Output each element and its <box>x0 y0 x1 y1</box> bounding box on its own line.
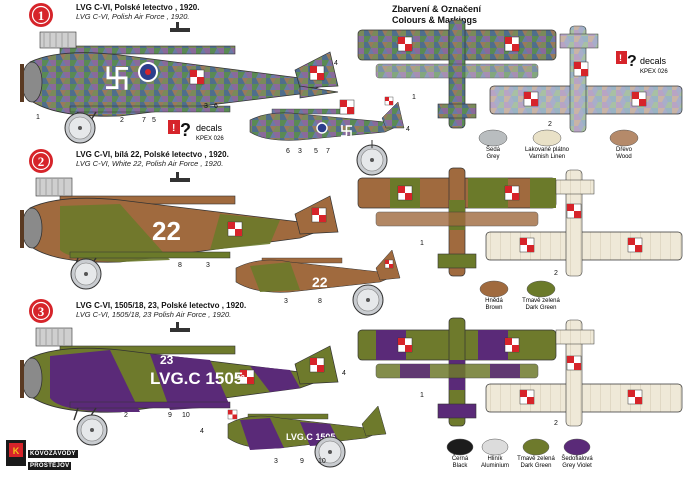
scheme-2-bottom-view <box>485 169 683 277</box>
scheme-3-serial-suffix: 18 <box>237 375 245 382</box>
header-en: Colours & Markings <box>392 15 478 25</box>
svg-text:?: ? <box>627 53 637 70</box>
scheme-2-aircraft-number: 22 <box>152 216 181 246</box>
callout: 7 <box>326 148 330 155</box>
callout: 2 <box>124 412 128 419</box>
callout: 2 <box>548 121 552 128</box>
scheme-3-bottom-view <box>485 319 683 427</box>
callout: 2 <box>554 420 558 427</box>
scheme-1-side-profile: 卐 <box>20 22 339 144</box>
callout: 6 <box>214 103 218 110</box>
scheme-3-number: 3 <box>38 304 45 319</box>
header-cz: Zbarvení & Označení <box>392 4 482 14</box>
callout: 3 <box>298 148 302 155</box>
callout: 7 <box>142 117 146 124</box>
callout: 3 <box>274 458 278 465</box>
callout: 1 <box>420 392 424 399</box>
scheme-1-number: 1 <box>38 8 45 23</box>
callout: 9 <box>300 458 304 465</box>
callout: 4 <box>200 428 204 435</box>
scheme-1-top-view <box>357 19 557 129</box>
logo-line-2: PROSTĚJOV <box>28 462 72 470</box>
callout: 10 <box>182 412 190 419</box>
callout: 5 <box>314 148 318 155</box>
callout: 10 <box>318 458 326 465</box>
scheme-3-side-profile: 23 LVG.C 1505 18 <box>20 322 339 446</box>
scheme-2-small-number: 22 <box>312 274 328 290</box>
scheme-2-badge: 2 <box>29 149 53 173</box>
scheme-1-small-profile: 卐 <box>249 96 405 176</box>
svg-text:!: ! <box>619 53 622 63</box>
callout: 1 <box>36 114 40 121</box>
callout: 2 <box>554 270 558 277</box>
scheme-2-swatches <box>479 280 556 298</box>
callout: 4 <box>406 126 410 133</box>
callout: 2 <box>120 117 124 124</box>
scheme-2-side-profile: 22 <box>20 172 339 290</box>
decal-marker-icon: ! ? <box>616 51 637 70</box>
callout: 1 <box>412 94 416 101</box>
svg-text:!: ! <box>172 123 175 134</box>
scheme-2-top-view <box>357 167 557 277</box>
callout: 5 <box>152 117 156 124</box>
scheme-2-small-profile: 22 <box>235 249 401 316</box>
logo-line-1: KOVOZÁVODY <box>28 450 78 458</box>
scheme-3-title-en: LVG C-VI, 1505/18, 23 Polish Air Force ,… <box>76 310 232 319</box>
scheme-2-title-en: LVG C-VI, White 22, Polish Air Force , 1… <box>76 159 224 168</box>
scheme-2-number: 2 <box>38 154 45 169</box>
callout: 9 <box>168 412 172 419</box>
callout: 6 <box>286 148 290 155</box>
scheme-3-top-view <box>357 317 557 427</box>
scheme-3-badge: 3 <box>29 299 53 323</box>
scheme-2-title-cz: LVG C-VI, bílá 22, Polské letectvo , 192… <box>76 150 229 159</box>
scheme-1-badge: 1 <box>29 3 53 27</box>
callout: 8 <box>318 298 322 305</box>
callout: 3 <box>204 103 208 110</box>
svg-text:?: ? <box>180 120 190 140</box>
svg-text:卐: 卐 <box>340 125 353 140</box>
scheme-1-title-en: LVG C-VI, Polish Air Force , 1920. <box>76 12 190 21</box>
svg-text:K: K <box>13 446 20 456</box>
decal-marker-icon: ! ? <box>168 120 190 140</box>
scheme-1-title-cz: LVG C-VI, Polské letectvo , 1920. <box>76 3 200 12</box>
scheme-3-title-cz: LVG C-VI, 1505/18, 23, Polské letectvo ,… <box>76 301 247 310</box>
callout: 8 <box>178 262 182 269</box>
callout: 4 <box>334 60 338 67</box>
scheme-3-aircraft-number: 23 <box>160 353 174 367</box>
scheme-3-serial: LVG.C 1505 <box>150 369 243 388</box>
callout: 3 <box>206 262 210 269</box>
callout: 4 <box>342 370 346 377</box>
callout: 3 <box>284 298 288 305</box>
scheme-1-swatches <box>478 129 639 147</box>
kovozavody-logo-icon: K <box>6 440 26 466</box>
scheme-1-bottom-view <box>489 25 683 133</box>
scheme-3-small-profile: LVG.C 1505 <box>227 405 387 468</box>
scheme-3-small-serial: LVG.C 1505 <box>286 432 335 442</box>
svg-text:卐: 卐 <box>104 65 130 95</box>
callout: 1 <box>420 240 424 247</box>
scheme-3-swatches <box>446 438 591 456</box>
